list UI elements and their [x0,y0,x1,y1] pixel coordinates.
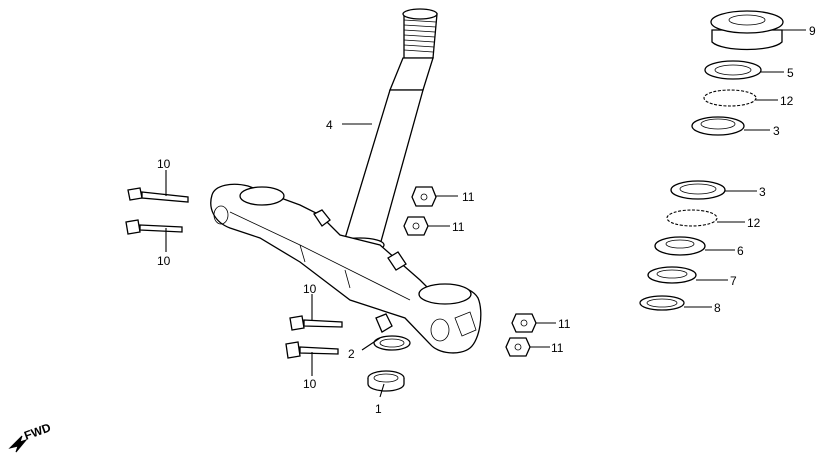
under-bracket [210,183,482,354]
callout-4: 4 [326,118,333,132]
bolt-upper-left-2 [125,219,183,235]
callout-10-lower-a: 10 [303,282,317,296]
callout-1: 1 [375,402,382,416]
callout-3-upper: 3 [773,124,780,138]
part-12-ball-ring-upper [703,89,757,107]
leader-lines [165,29,806,398]
callout-2: 2 [348,347,355,361]
part-8-washer [639,295,685,311]
part-3-race-upper [691,116,745,136]
nut-4 [505,337,531,357]
callout-10-lower-b: 10 [303,377,317,391]
part-1-seal [367,370,405,392]
callout-11-d: 11 [551,341,564,355]
callout-11-c: 11 [558,317,571,331]
fwd-label: FWD [22,420,53,443]
bolt-upper-left-1 [127,187,189,203]
part-5-race [704,60,762,80]
part-7-seal [647,266,697,284]
bolt-lower-1 [289,315,343,331]
callout-11-b: 11 [452,220,465,234]
callout-5: 5 [787,66,794,80]
callout-12-upper: 12 [780,94,794,108]
callout-10-upper-a: 10 [157,157,171,171]
callout-12-lower: 12 [747,216,761,230]
steering-stem [335,8,438,253]
part-9-cone-race [710,10,784,51]
callout-10-upper-b: 10 [157,254,171,268]
bolt-lower-2 [285,341,339,359]
callout-8: 8 [714,301,721,315]
callout-7: 7 [730,274,737,288]
callout-3-lower: 3 [759,185,766,199]
callout-11-a: 11 [462,190,475,204]
part-3-race-lower [670,180,726,200]
nut-3 [511,313,537,333]
nut-1 [411,186,437,207]
part-6-cone [654,236,706,256]
nut-2 [403,216,429,236]
callout-6: 6 [737,244,744,258]
fwd-direction-arrow: FWD [8,420,53,453]
part-12-ball-ring-lower [666,209,718,227]
part-2-washer [373,313,411,351]
callout-9: 9 [809,24,816,38]
